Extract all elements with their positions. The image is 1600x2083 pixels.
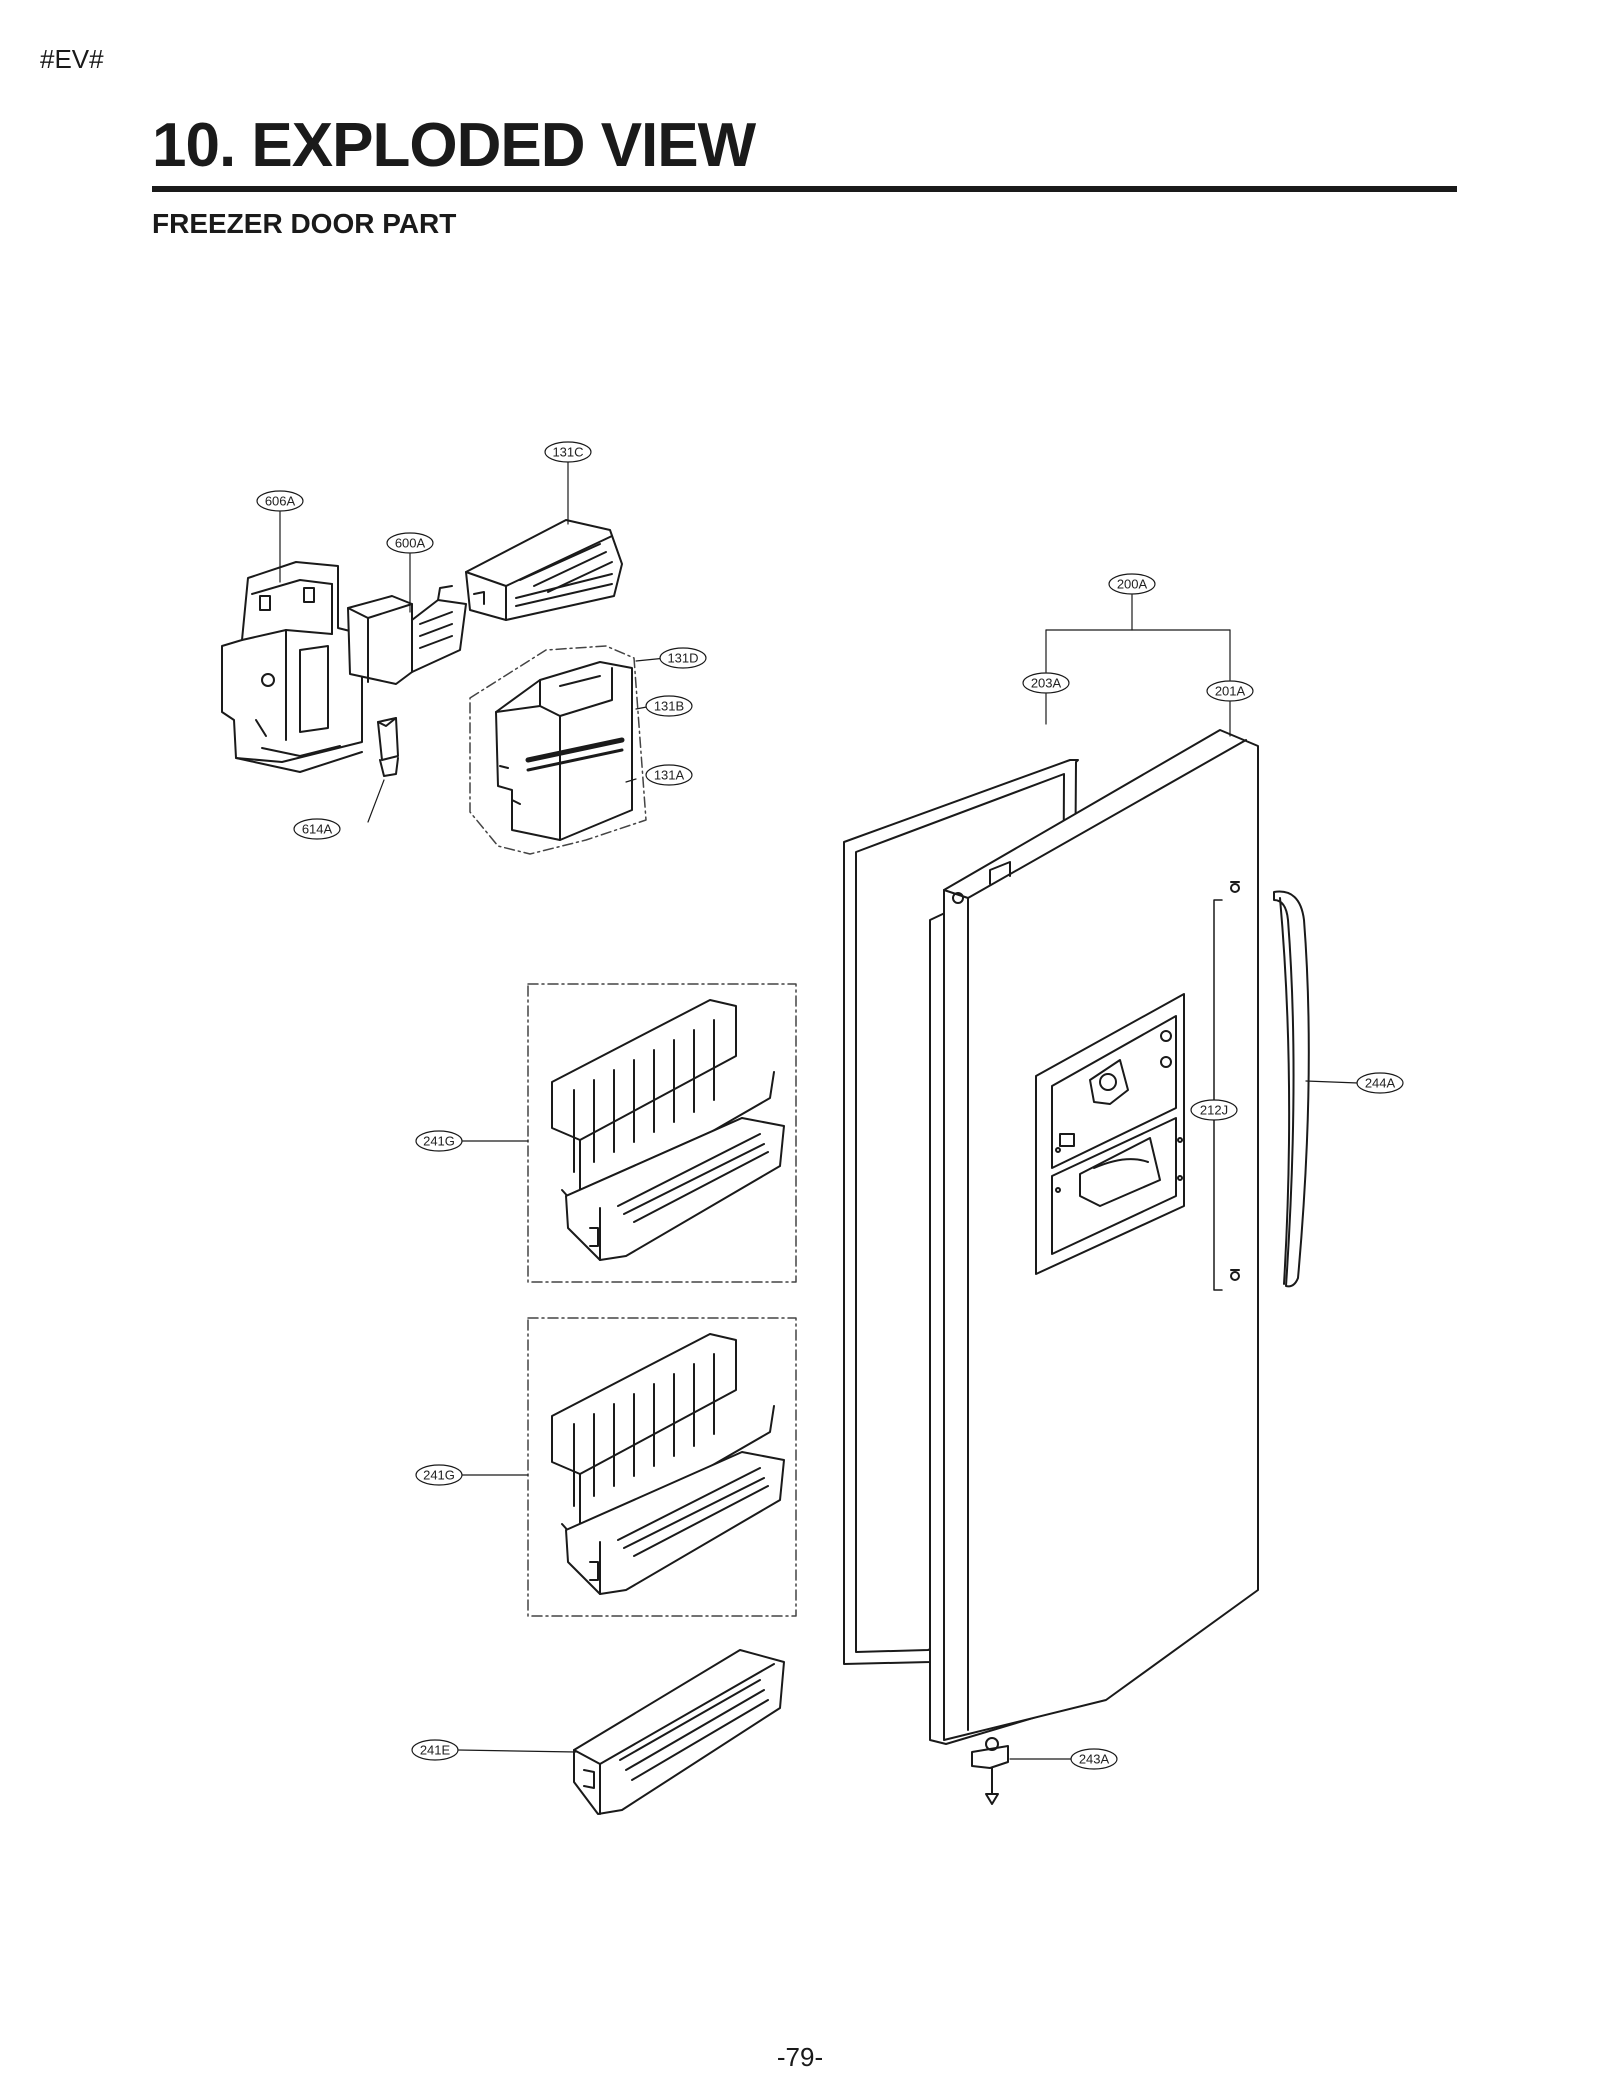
door-basket-lower: [527, 1317, 797, 1617]
handle-bracket-line: [1213, 899, 1223, 1291]
callout-241E: 241E: [420, 1743, 451, 1758]
door-handle: [1273, 890, 1310, 1288]
ice-maker-housing: [221, 561, 363, 773]
page-title: 10. EXPLODED VIEW: [152, 111, 756, 180]
callout-131C: 131C: [552, 445, 583, 460]
callout-212J: 212J: [1200, 1103, 1228, 1118]
callout-200A: 200A: [1117, 577, 1148, 592]
door-hinge: [971, 1737, 1009, 1805]
ice-bin-group-outline: [469, 645, 647, 855]
door-basket-upper: [527, 983, 797, 1283]
door-screw-upper: [1230, 881, 1240, 893]
callout-244A: 244A: [1365, 1076, 1396, 1091]
callout-ellipses: [256, 441, 1404, 1770]
callout-131D: 131D: [667, 651, 698, 666]
dispenser-recess: [1035, 993, 1185, 1275]
callout-241G-lower: 241G: [423, 1468, 455, 1483]
title-divider: [152, 186, 1457, 192]
page-number: -79-: [776, 2042, 824, 2072]
door-screw-lower: [1230, 1269, 1240, 1281]
callout-600A: 600A: [395, 536, 426, 551]
ice-bin-cover: [465, 519, 623, 621]
ice-bin: [495, 661, 633, 841]
callout-201A: 201A: [1215, 684, 1246, 699]
section-title: FREEZER DOOR PART: [152, 208, 457, 239]
callout-203A: 203A: [1031, 676, 1062, 691]
callout-606A: 606A: [265, 494, 296, 509]
callout-241G-upper: 241G: [423, 1134, 455, 1149]
sensor-part: [377, 717, 399, 777]
callout-614A: 614A: [302, 822, 333, 837]
callout-243A: 243A: [1079, 1752, 1110, 1767]
ice-maker-unit: [347, 585, 467, 685]
callout-131A: 131A: [654, 768, 685, 783]
document-code: #EV#: [40, 44, 104, 74]
callout-131B: 131B: [654, 699, 684, 714]
door-bin-bottom: [573, 1649, 785, 1815]
leader-lines: [279, 461, 1359, 1760]
